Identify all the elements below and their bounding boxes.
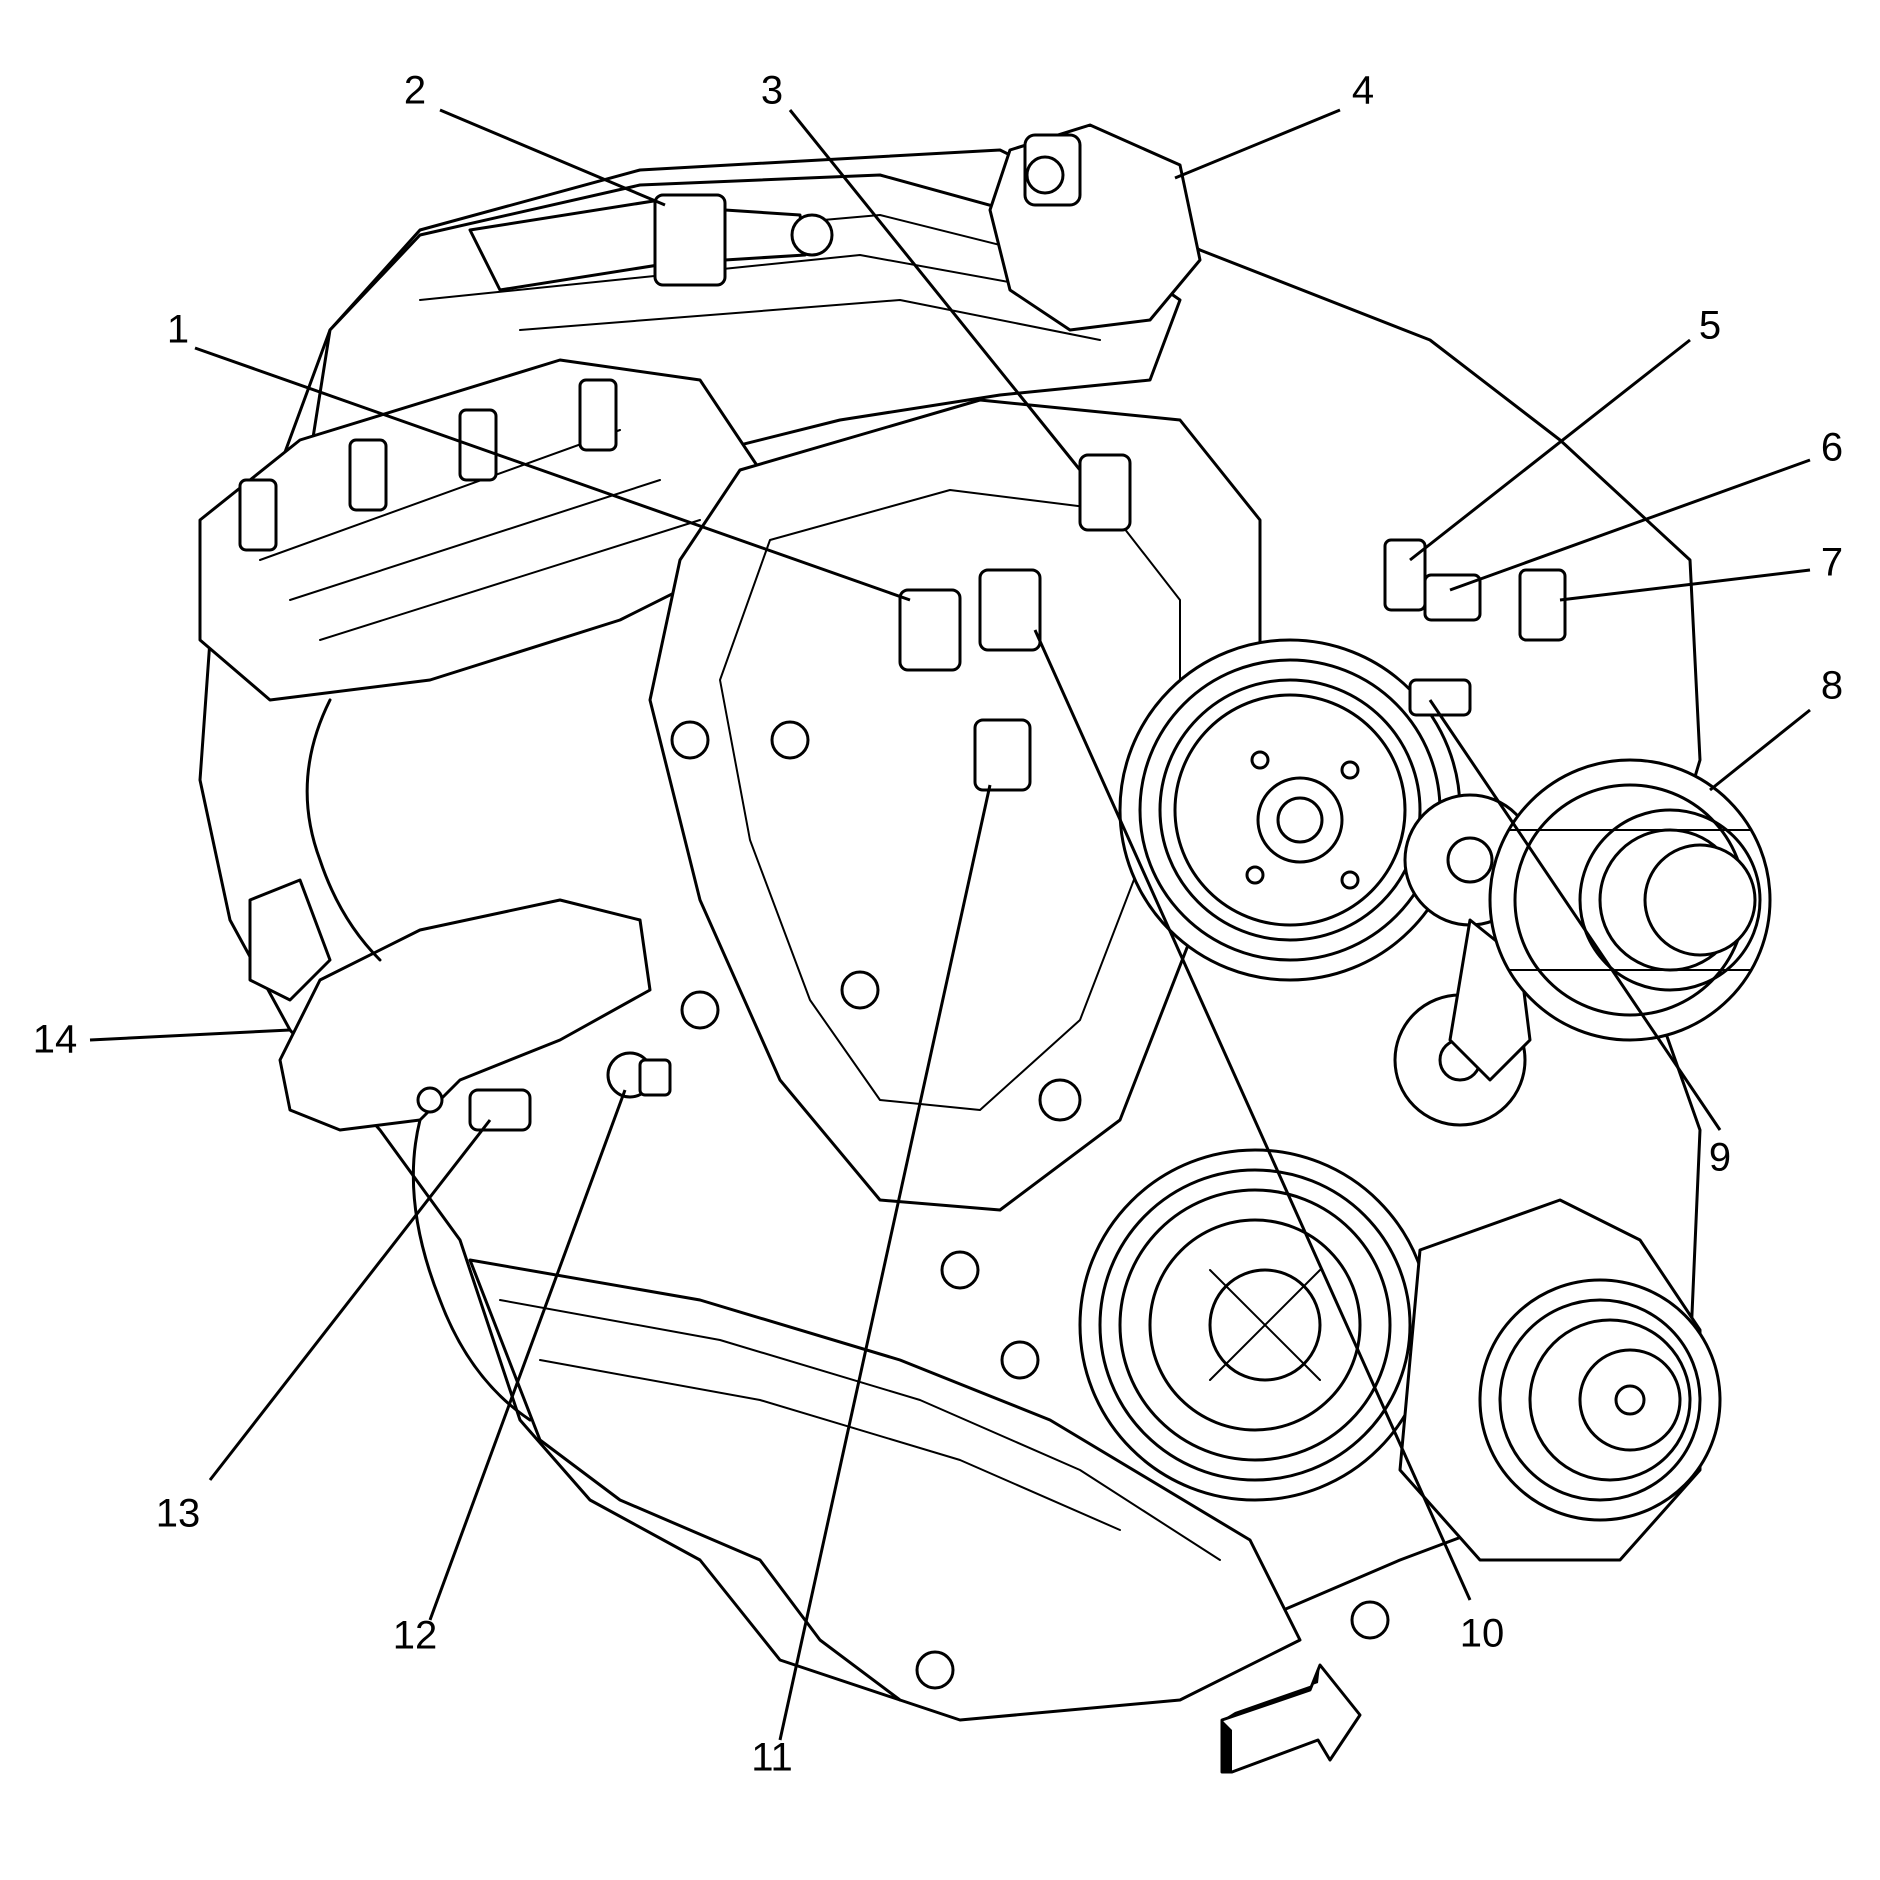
callout-5: 5	[1699, 304, 1721, 348]
callout-labels: 1 2 3 4 5 6 7 8 9 10 11 12 13 14	[33, 69, 1843, 1780]
engine-illustration	[198, 123, 1772, 1722]
callout-13: 13	[156, 1492, 201, 1536]
throttle-body	[988, 123, 1202, 332]
callout-2: 2	[404, 69, 426, 113]
exhaust-manifold	[278, 898, 652, 1132]
leader-line-3	[788, 109, 1082, 471]
leader-line-5	[1409, 338, 1691, 562]
leader-line-8	[1709, 708, 1811, 792]
callout-12: 12	[393, 1614, 438, 1658]
leader-line-11	[778, 784, 992, 1741]
leader-lines	[89, 108, 1811, 1741]
callout-1: 1	[167, 308, 189, 352]
leader-line-13	[208, 1119, 492, 1481]
callout-7: 7	[1821, 541, 1843, 585]
callout-8: 8	[1821, 664, 1843, 708]
callout-11: 11	[751, 1736, 793, 1780]
arrow-right-up-icon	[1220, 1663, 1362, 1774]
callout-6: 6	[1821, 426, 1843, 470]
leader-line-6	[1449, 458, 1811, 592]
oil-pan	[468, 1258, 1302, 1722]
leader-line-2	[439, 108, 666, 207]
callout-3: 3	[761, 69, 783, 113]
leader-line-14	[89, 1028, 291, 1042]
leader-line-10	[1033, 629, 1472, 1601]
leader-line-4	[1174, 108, 1341, 180]
callout-14: 14	[33, 1018, 78, 1062]
leader-line-1	[194, 346, 911, 602]
timing-cover	[648, 398, 1262, 1212]
callout-4: 4	[1352, 69, 1374, 113]
leader-line-7	[1559, 568, 1811, 602]
leader-line-9	[1428, 699, 1722, 1131]
callout-10: 10	[1460, 1612, 1505, 1656]
callout-9: 9	[1709, 1136, 1731, 1180]
leader-line-12	[428, 1089, 627, 1621]
